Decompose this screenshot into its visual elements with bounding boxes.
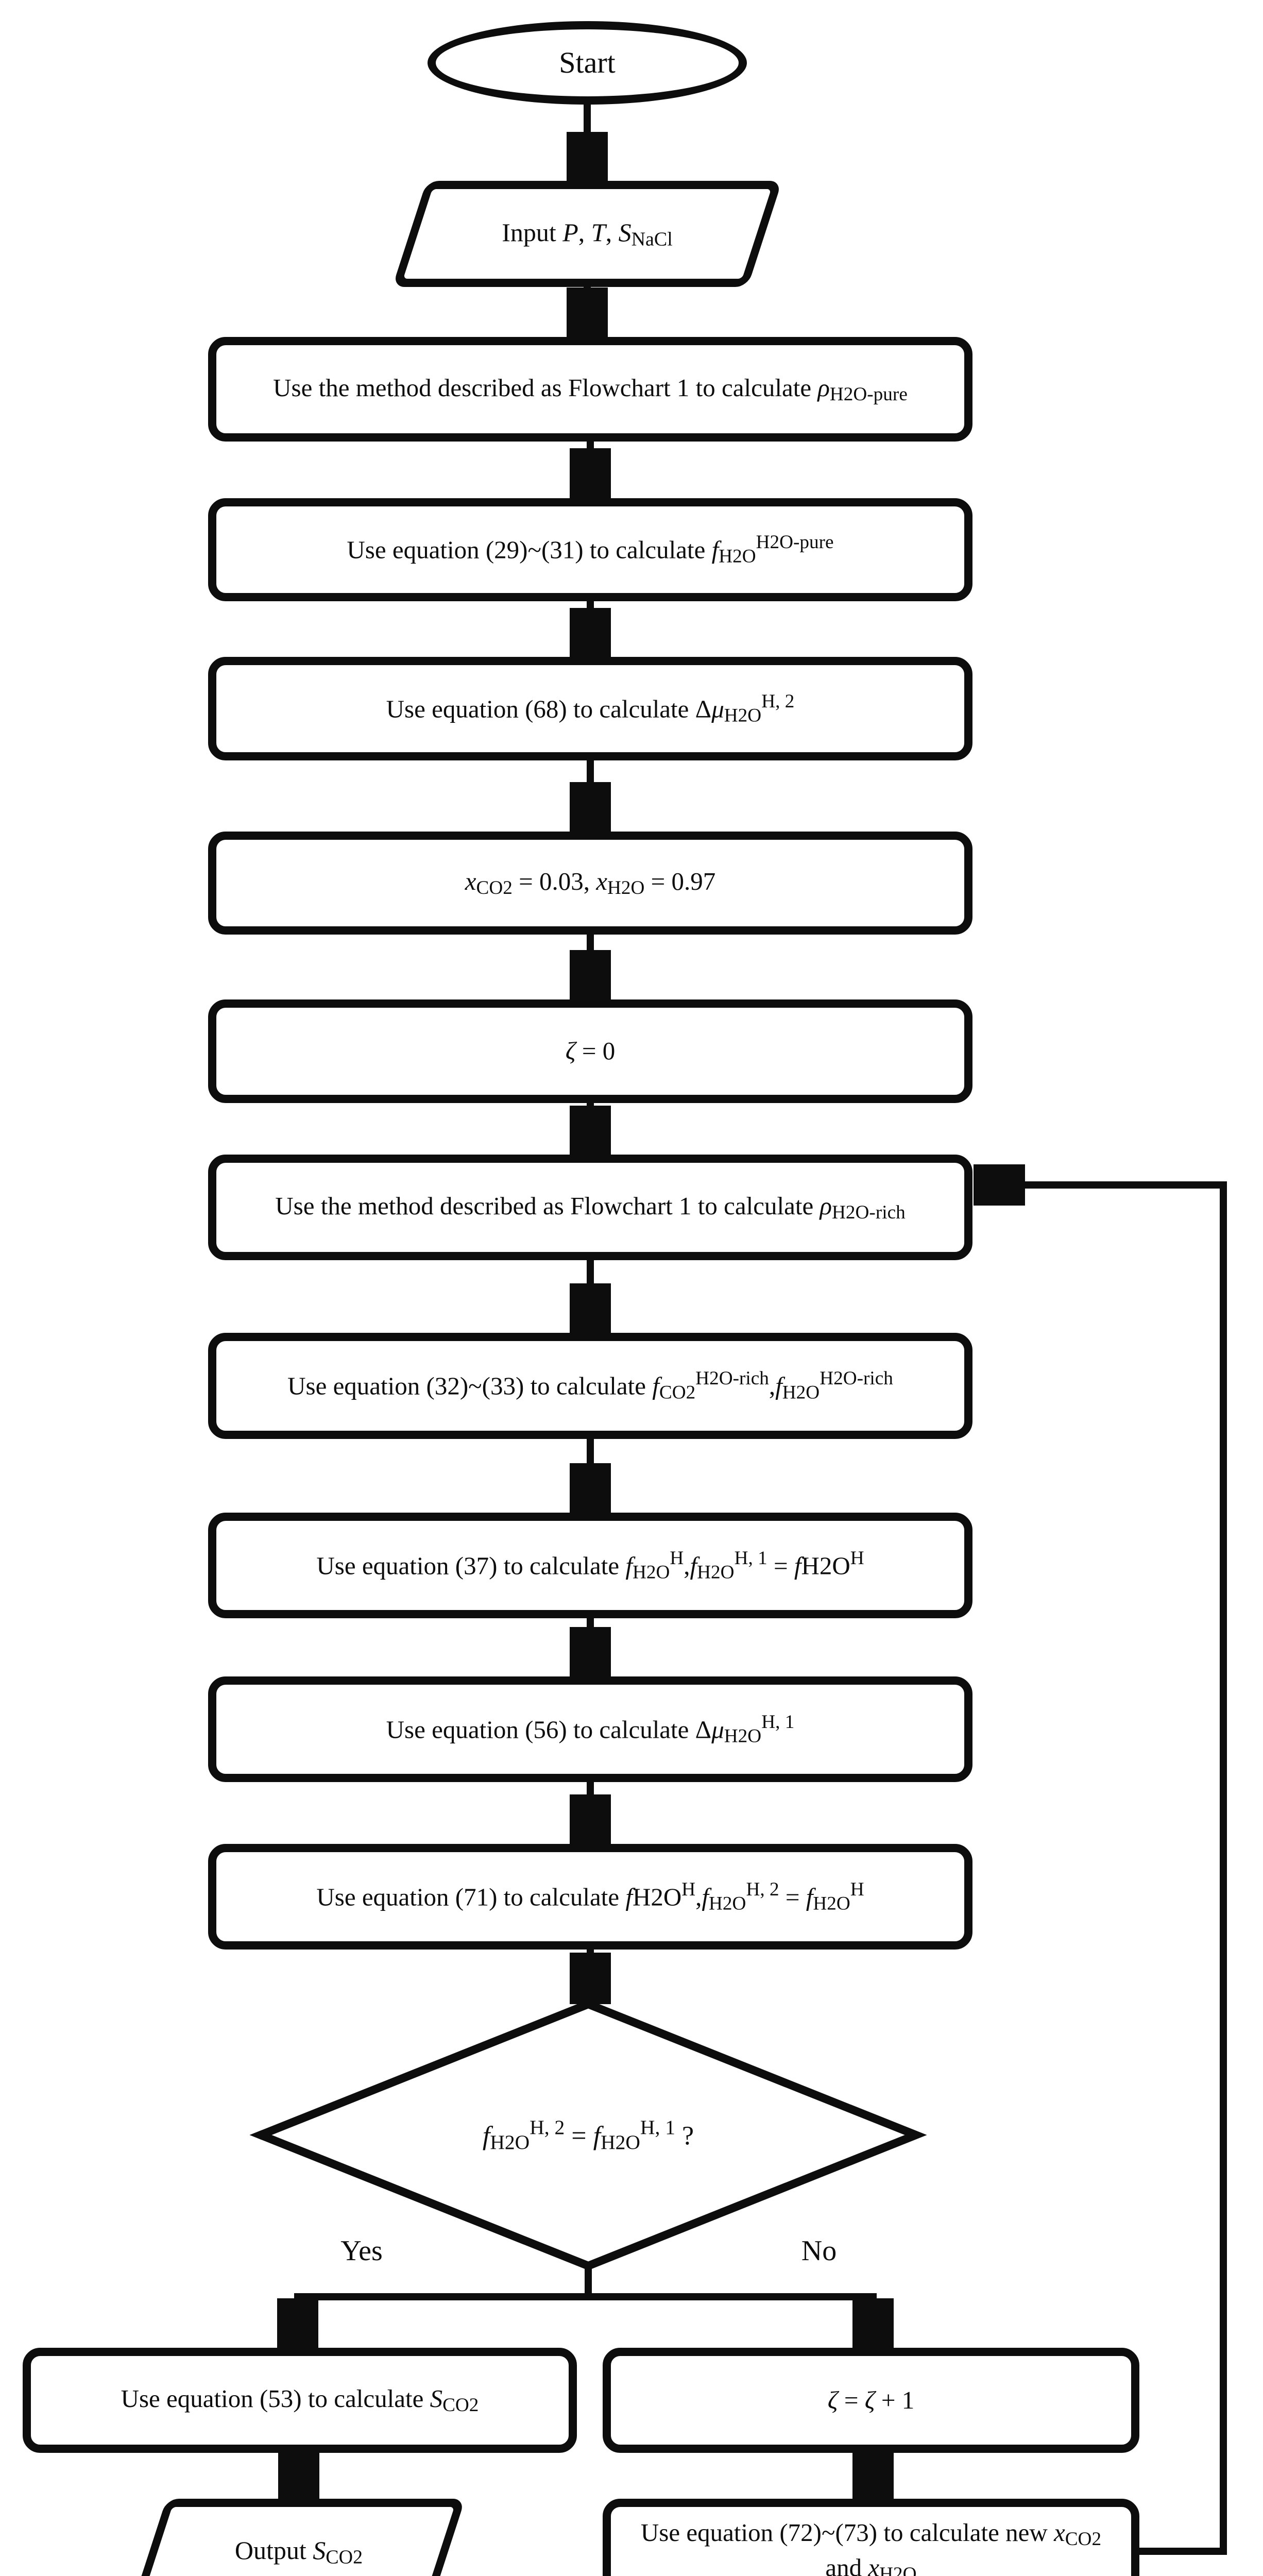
connector-decision-yes-branch [298, 2265, 592, 2341]
process-calc-f-eq71: Use equation (71) to calculate fH2OH,fH2… [208, 1844, 972, 1950]
process-calc-dmu-h2: Use equation (68) to calculate ΔμH2OH, 2 [208, 657, 972, 760]
yes-branch-label: Yes [305, 2228, 418, 2275]
process-calc-f-rich: Use equation (32)~(33) to calculate fCO2… [208, 1333, 972, 1439]
decision-diamond-shape [249, 1999, 927, 2270]
process-increment-zeta: ζ = ζ + 1 [603, 2348, 1139, 2453]
start-label: Start [559, 45, 616, 79]
io-input-label: Input P, T, SNaCl [502, 218, 673, 250]
process-calc-sco2: Use equation (53) to calculate SCO2 [23, 2348, 577, 2453]
connector-feedback-loop [983, 1185, 1227, 2555]
io-output-label: Output SCO2 [234, 2535, 363, 2568]
no-label: No [801, 2235, 837, 2267]
process-calc-rho-pure: Use the method described as Flowchart 1 … [208, 337, 972, 442]
decision-fugacity-equal: fH2OH, 2 = fH2OH, 1 ? [482, 2116, 694, 2154]
process-calc-dmu-h1: Use equation (56) to calculate ΔμH2OH, 1 [208, 1676, 972, 1782]
process-calc-rho-rich: Use the method described as Flowchart 1 … [208, 1155, 972, 1260]
process-calc-new-x: Use equation (72)~(73) to calculate new … [603, 2499, 1139, 2576]
yes-label: Yes [340, 2235, 383, 2267]
no-branch-label: No [762, 2228, 876, 2275]
terminator-start: Start [428, 21, 747, 105]
process-init-mole-fractions: xCO2 = 0.03, xH2O = 0.97 [208, 832, 972, 935]
connector-decision-no-branch [588, 2293, 873, 2341]
process-init-zeta: ζ = 0 [208, 999, 972, 1103]
process-calc-f-pure: Use equation (29)~(31) to calculate fH2O… [208, 498, 972, 601]
process-calc-f-eq37: Use equation (37) to calculate fH2OH,fH2… [208, 1513, 972, 1618]
